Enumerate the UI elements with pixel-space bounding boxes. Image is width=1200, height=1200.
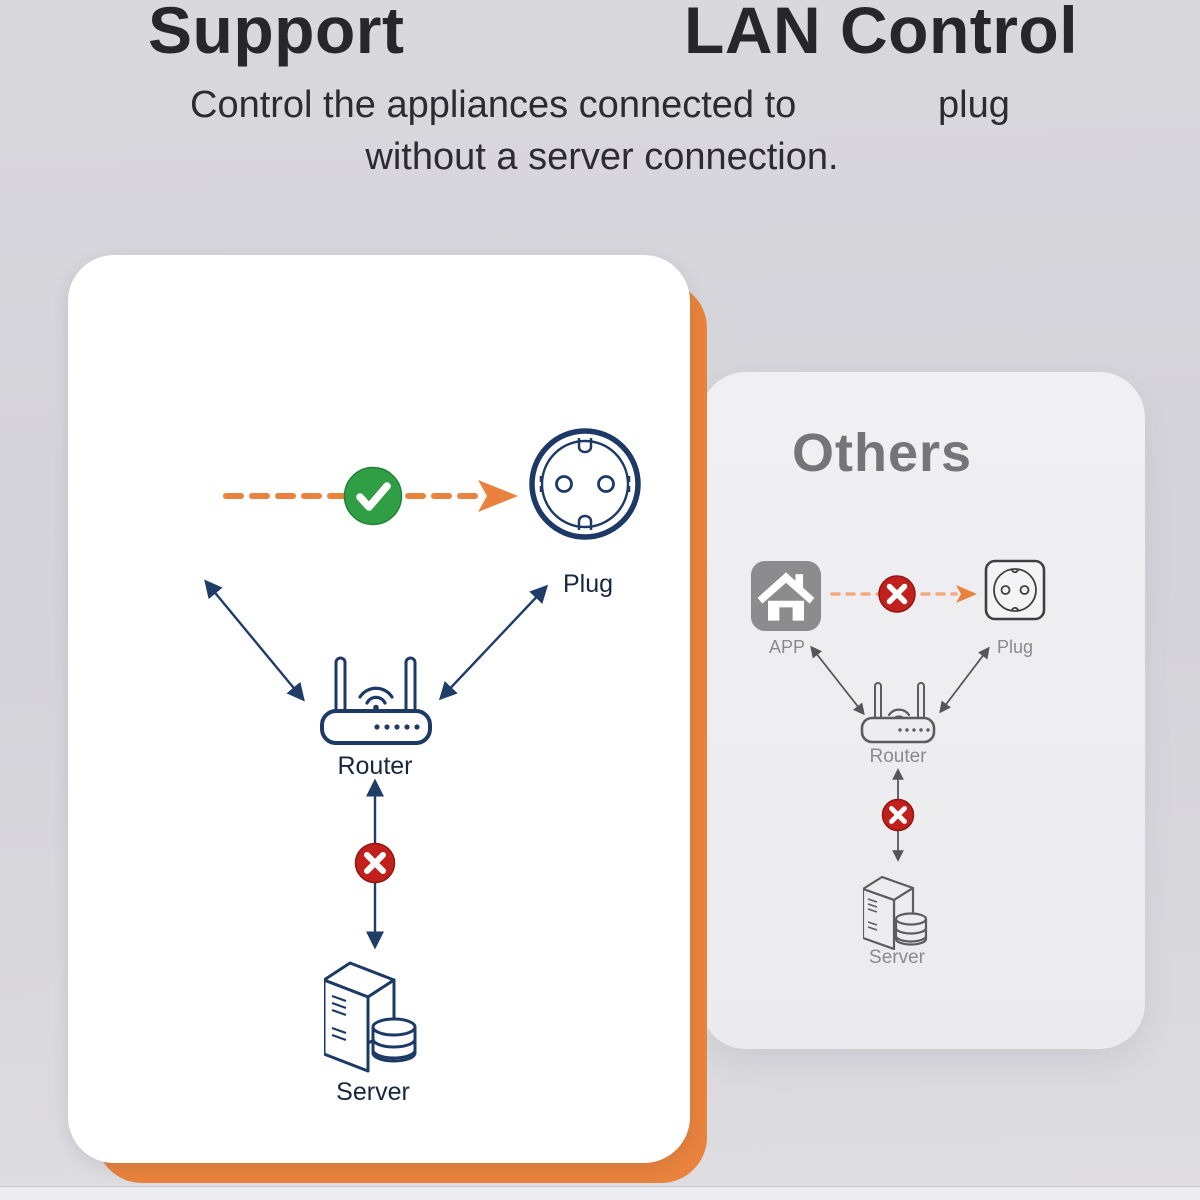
others-router-label: Router: [869, 746, 927, 767]
app-icon: [750, 560, 822, 637]
router-icon-lan: [319, 656, 433, 751]
router-icon-others: [860, 682, 936, 749]
lan-allowed-check-icon: [343, 466, 403, 526]
lan-server-label: Server: [336, 1078, 410, 1106]
lan-router-label: Router: [337, 752, 413, 780]
others-plug-router-link: [939, 646, 990, 714]
lan-server-blocked-cross-icon: [354, 842, 396, 884]
others-plug-label: Plug: [996, 637, 1034, 657]
bottom-strip: [0, 1186, 1200, 1200]
lan-dashed-arrowhead: [478, 480, 518, 512]
others-app-router-link: [810, 645, 865, 716]
lan-diagram-connectors: [204, 466, 549, 950]
others-blocked-cross-icon: [878, 575, 916, 613]
others-card: Others: [700, 372, 1145, 1049]
others-server-blocked-cross-icon: [881, 798, 915, 832]
title-lan-control: LAN Control: [684, 0, 1079, 67]
server-icon-others: [861, 875, 933, 958]
eu-socket-icon-lan: [527, 426, 643, 547]
subtitle-line2: without a server connection.: [365, 136, 839, 178]
subtitle-line1: Control the appliances connected to: [190, 84, 797, 126]
title-support: Support: [148, 0, 405, 67]
lan-card: Plug Router Server: [68, 255, 690, 1163]
lan-left-router-link: [204, 579, 305, 702]
server-icon-lan: [322, 961, 424, 1084]
others-diagram-connectors: [810, 575, 990, 862]
lan-plug-router-link: [438, 584, 549, 701]
others-title: Others: [791, 423, 973, 483]
others-app-label: APP: [768, 637, 806, 657]
lan-plug-label: Plug: [562, 570, 614, 598]
subtitle-line1-plug-word: plug: [938, 84, 1010, 126]
others-dashed-arrowhead: [956, 585, 977, 603]
others-server-label: Server: [869, 947, 925, 968]
plug-socket-icon-others: [983, 558, 1047, 627]
